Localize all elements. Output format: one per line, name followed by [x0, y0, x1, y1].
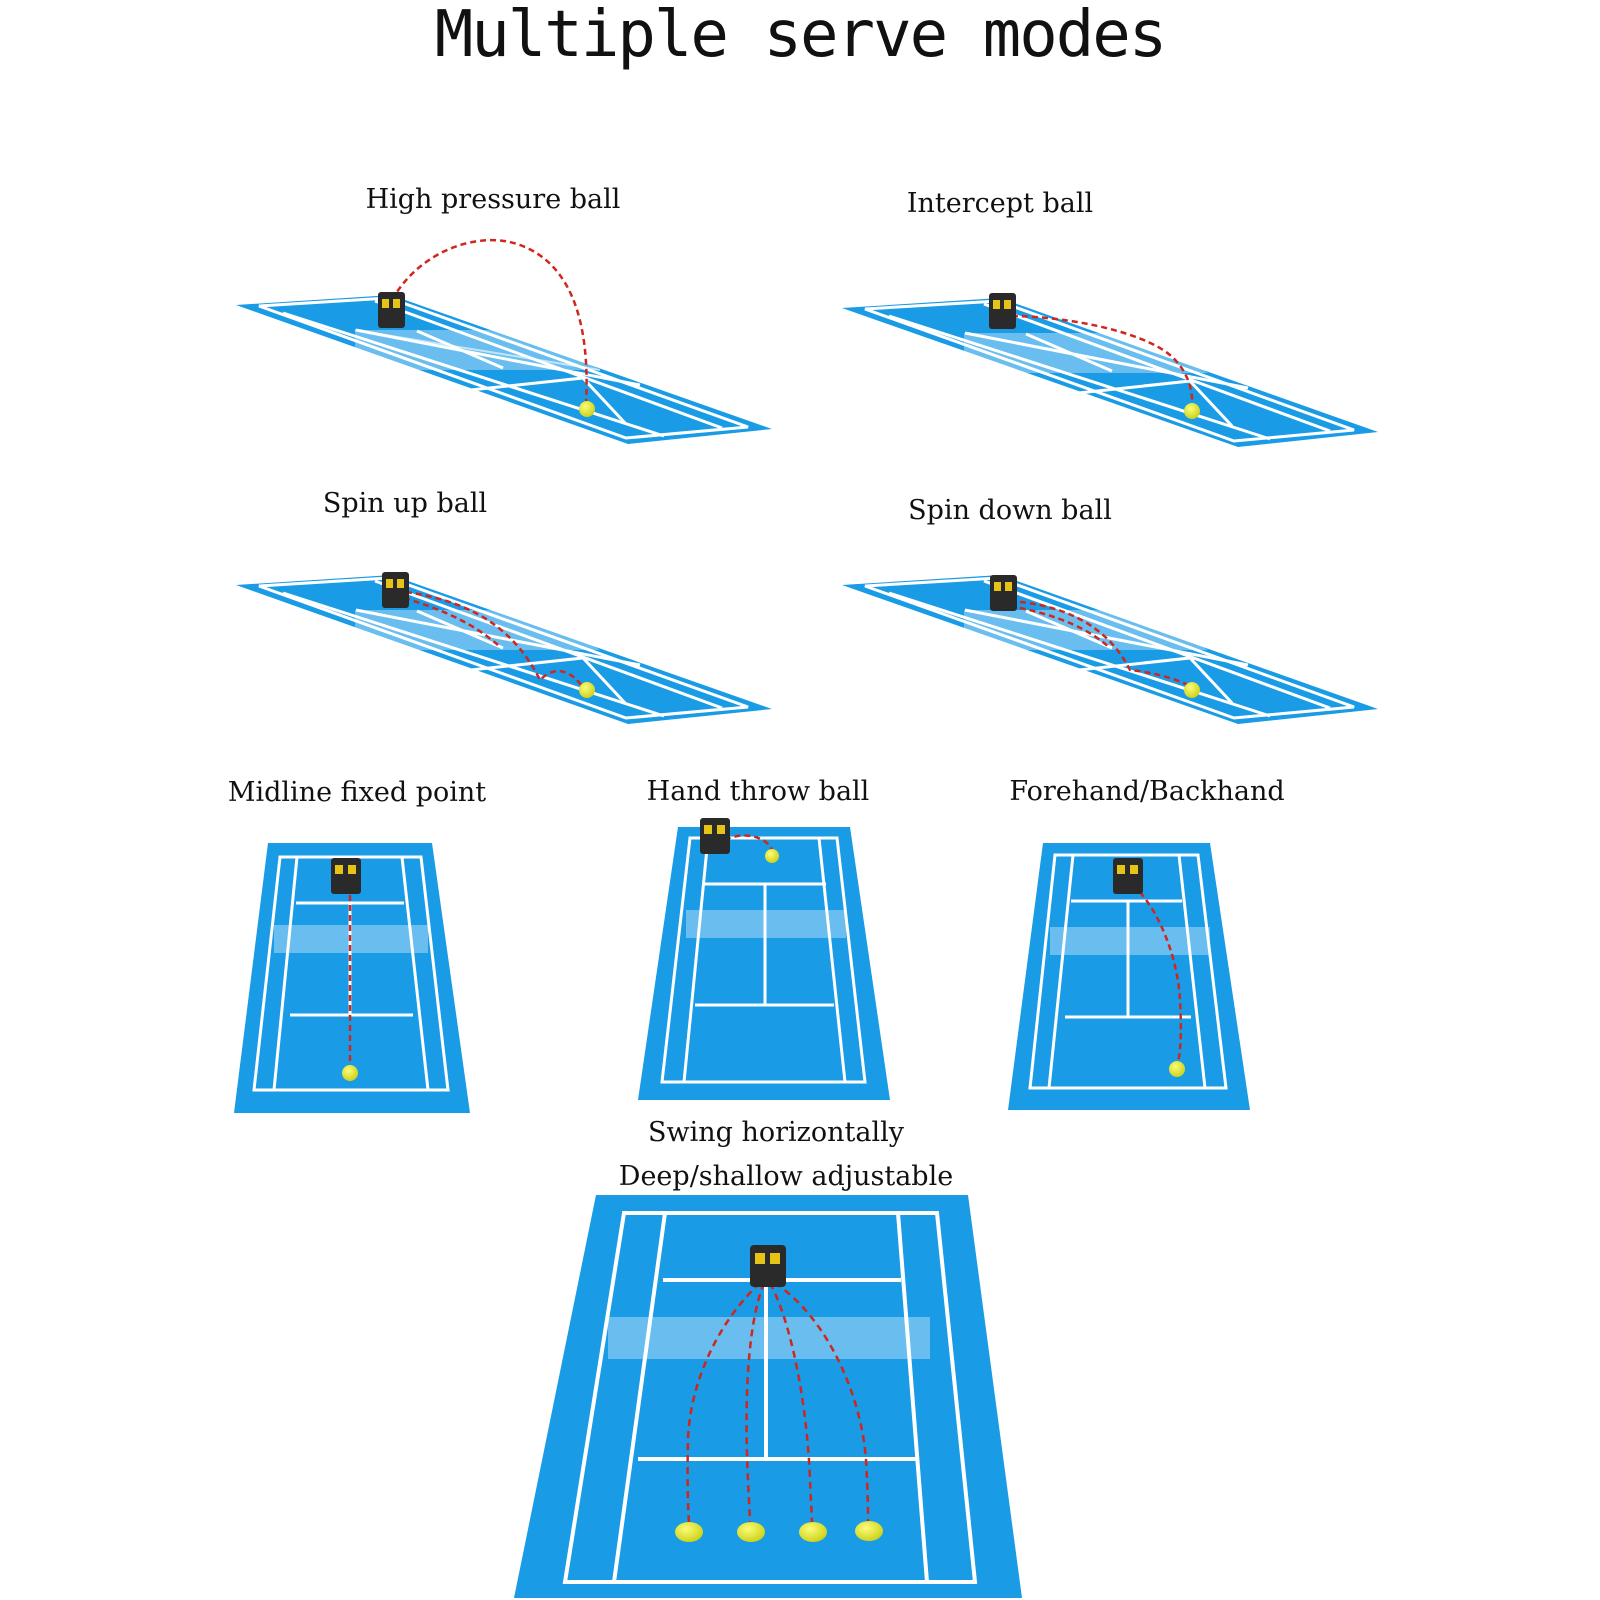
- trajectory-forehand-backhand: [1132, 884, 1183, 1063]
- machine-icon: [1113, 858, 1143, 894]
- mode-label-high-pressure: High pressure ball: [365, 184, 621, 215]
- ball-icon: [765, 849, 779, 863]
- trajectory-spin-up-1: [405, 590, 583, 687]
- ball-icon: [342, 1065, 358, 1081]
- trajectory-swing-fan: [686, 1281, 870, 1524]
- mode-label-spin-down: Spin down ball: [908, 495, 1112, 526]
- court-spin-down: [842, 575, 1378, 724]
- mode-label-spin-up: Spin up ball: [322, 488, 488, 519]
- court-forehand-backhand: [1008, 843, 1250, 1110]
- ball-icon: [579, 682, 595, 698]
- trajectory-spin-down-1: [1009, 599, 1191, 688]
- mode-label-swing: Swing horizontally: [647, 1117, 905, 1148]
- mode-label-forehand-backhand: Forehand/Backhand: [1009, 776, 1285, 807]
- mode-label-hand-throw: Hand throw ball: [646, 776, 870, 807]
- ball-icon: [855, 1521, 883, 1541]
- mode-label-intercept: Intercept ball: [906, 188, 1094, 219]
- mode-label-midline: Midline fixed point: [227, 777, 487, 808]
- ball-icon: [579, 401, 595, 417]
- trajectory-high-pressure: [390, 238, 588, 406]
- ball-icon: [737, 1522, 765, 1542]
- court-high-pressure: [236, 295, 772, 444]
- trajectory-spin-down-2: [1009, 604, 1111, 649]
- machine-icon: [700, 818, 730, 854]
- court-spin-up: [236, 575, 772, 724]
- ball-icon: [1184, 403, 1200, 419]
- trajectory-hand-throw: [724, 834, 774, 851]
- ball-icon: [799, 1522, 827, 1542]
- mode-label-deep-shallow: Deep/shallow adjustable: [618, 1161, 954, 1192]
- ball-icon: [675, 1522, 703, 1542]
- court-swing-horizontally: [514, 1195, 1022, 1598]
- trajectory-spin-up-2: [403, 596, 499, 646]
- machine-icon: [750, 1245, 786, 1287]
- machine-icon: [989, 293, 1016, 329]
- court-intercept: [842, 298, 1378, 447]
- ball-icon: [1169, 1061, 1185, 1077]
- machine-icon: [378, 292, 405, 328]
- machine-icon: [990, 575, 1017, 611]
- machine-icon: [382, 572, 409, 608]
- machine-icon: [331, 858, 361, 894]
- page-title: Multiple serve modes: [434, 0, 1168, 72]
- court-hand-throw: [638, 827, 890, 1100]
- ball-icon: [1184, 682, 1200, 698]
- trajectory-intercept: [1001, 314, 1194, 406]
